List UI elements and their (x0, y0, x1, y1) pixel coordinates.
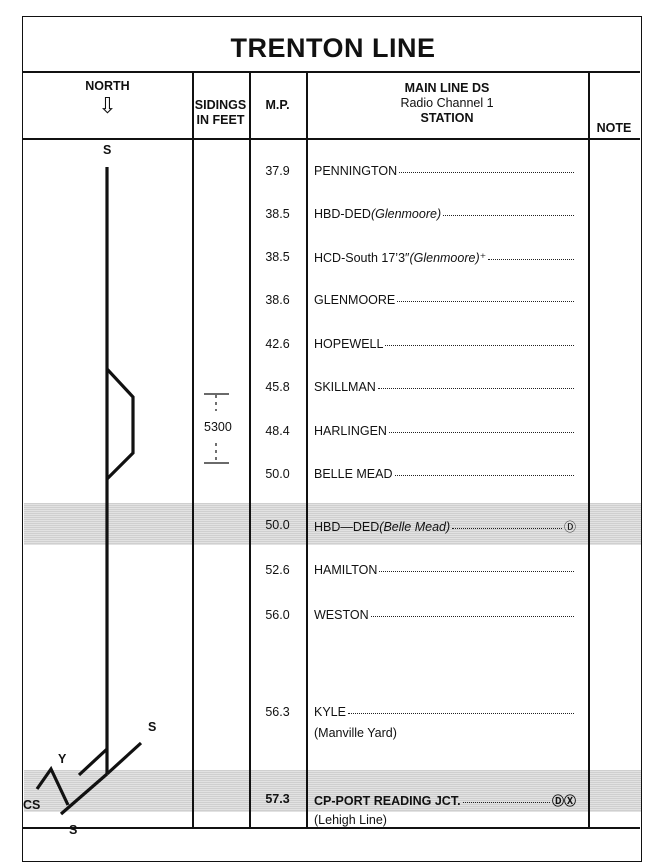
milepost-value: 42.6 (265, 337, 290, 351)
station-symbols-icon: ⒹⓍ (551, 794, 576, 808)
milepost-value: 56.3 (265, 705, 290, 719)
station-row: HBD-DED (Glenmoore) (314, 207, 576, 221)
north-header: NORTH ⇩ (23, 79, 192, 118)
station-location: (Belle Mead) (379, 520, 451, 534)
timetable-sheet: TRENTON LINE NORTH ⇩ SIDINGS IN FEET M.P… (22, 16, 642, 862)
yard-label-y: Y (58, 752, 67, 766)
milepost-value: 52.6 (265, 563, 290, 577)
station-row: HARLINGEN (314, 424, 576, 438)
radio-channel-label: Radio Channel 1 (400, 96, 494, 110)
station-row: PENNINGTON (314, 164, 576, 178)
station-location: (Glenmoore) (409, 251, 480, 265)
footnote-marker: ⁺ (479, 251, 487, 265)
dot-leader (388, 432, 574, 433)
header-rule (23, 138, 640, 140)
yard-track-y (77, 747, 109, 777)
station-row: WESTON (314, 608, 576, 622)
footer-rule (23, 827, 640, 829)
note-header: NOTE (596, 121, 632, 135)
shaded-row-hbd-belle-mead (24, 503, 641, 545)
track-diagram (35, 167, 229, 816)
siding-track (105, 367, 135, 481)
diagonal-track-upper (105, 741, 143, 776)
milepost-value: 56.0 (265, 608, 290, 622)
station-row: CP-PORT READING JCT. ⒹⓍ (314, 792, 576, 809)
shaded-row-port-reading (24, 770, 641, 812)
column-divider-mp (249, 72, 251, 827)
dot-leader (379, 571, 574, 572)
station-name: HAMILTON (314, 563, 378, 577)
milepost-value: 37.9 (265, 164, 290, 178)
station-header: MAIN LINE DS Radio Channel 1 STATION (306, 81, 588, 126)
sidings-header-line1: SIDINGS (194, 98, 247, 112)
milepost-value: 38.5 (265, 207, 290, 221)
column-divider-station (306, 72, 308, 827)
station-row: BELLE MEAD (314, 467, 576, 481)
sidings-header: SIDINGS IN FEET (192, 98, 249, 128)
dot-leader (462, 802, 550, 803)
station-name: HBD-DED (314, 207, 371, 221)
sidings-header-line2: IN FEET (196, 113, 245, 127)
north-label: NORTH (85, 79, 130, 93)
milepost-value: 57.3 (265, 792, 290, 806)
station-row: HBD—DED (Belle Mead) Ⓓ (314, 518, 576, 535)
dot-leader (452, 528, 562, 529)
station-name: CP-PORT READING JCT. (314, 794, 461, 808)
station-location: (Glenmoore) (370, 207, 442, 221)
page-title: TRENTON LINE (230, 33, 436, 63)
milepost-value: 48.4 (265, 424, 290, 438)
milepost-value: 50.0 (265, 467, 290, 481)
station-name: HBD—DED (314, 520, 380, 534)
dot-leader (385, 345, 574, 346)
station-name: BELLE MEAD (314, 467, 393, 481)
dot-leader (347, 713, 574, 714)
station-subtitle: (Lehigh Line) (314, 813, 387, 827)
title-rule (23, 71, 640, 73)
switch-label-right: S (148, 720, 157, 734)
station-label: STATION (420, 111, 474, 125)
dot-leader (370, 616, 574, 617)
station-row: HAMILTON (314, 563, 576, 577)
switch-label-top: S (103, 143, 112, 157)
milepost-value: 38.6 (265, 293, 290, 307)
milepost-value: 38.5 (265, 250, 290, 264)
mp-header: M.P. (265, 98, 290, 112)
station-row: HOPEWELL (314, 337, 576, 351)
station-name: SKILLMAN (314, 380, 376, 394)
station-name: WESTON (314, 608, 369, 622)
siding-length-value: 5300 (204, 420, 232, 434)
station-name: GLENMOORE (314, 293, 396, 307)
station-name: HOPEWELL (314, 337, 384, 351)
dot-leader (443, 215, 574, 216)
column-divider-sidings (192, 72, 194, 827)
diagonal-track-lower (59, 772, 109, 816)
milepost-value: 50.0 (265, 518, 290, 532)
dot-leader (394, 475, 574, 476)
column-divider-note (588, 72, 590, 827)
station-symbols-icon: Ⓓ (563, 520, 576, 534)
station-row: GLENMOORE (314, 293, 576, 307)
station-name: HARLINGEN (314, 424, 387, 438)
station-subtitle: (Manville Yard) (314, 726, 397, 740)
main-line-label: MAIN LINE DS (404, 81, 490, 95)
dot-leader (399, 172, 574, 173)
station-row: HCD-South 17’3″ (Glenmoore)⁺ (314, 250, 576, 265)
milepost-value: 45.8 (265, 380, 290, 394)
station-row: SKILLMAN (314, 380, 576, 394)
station-name: PENNINGTON (314, 164, 398, 178)
dot-leader (377, 388, 574, 389)
cs-track (35, 765, 70, 806)
north-arrow-icon: ⇩ (98, 93, 117, 118)
station-row: KYLE (314, 705, 576, 719)
station-name: KYLE (314, 705, 346, 719)
dot-leader (488, 259, 574, 260)
switch-label-bottom: S (69, 823, 78, 837)
cs-label: CS (23, 798, 41, 812)
station-name: HCD-South 17’3″ (314, 251, 410, 265)
dot-leader (397, 301, 574, 302)
